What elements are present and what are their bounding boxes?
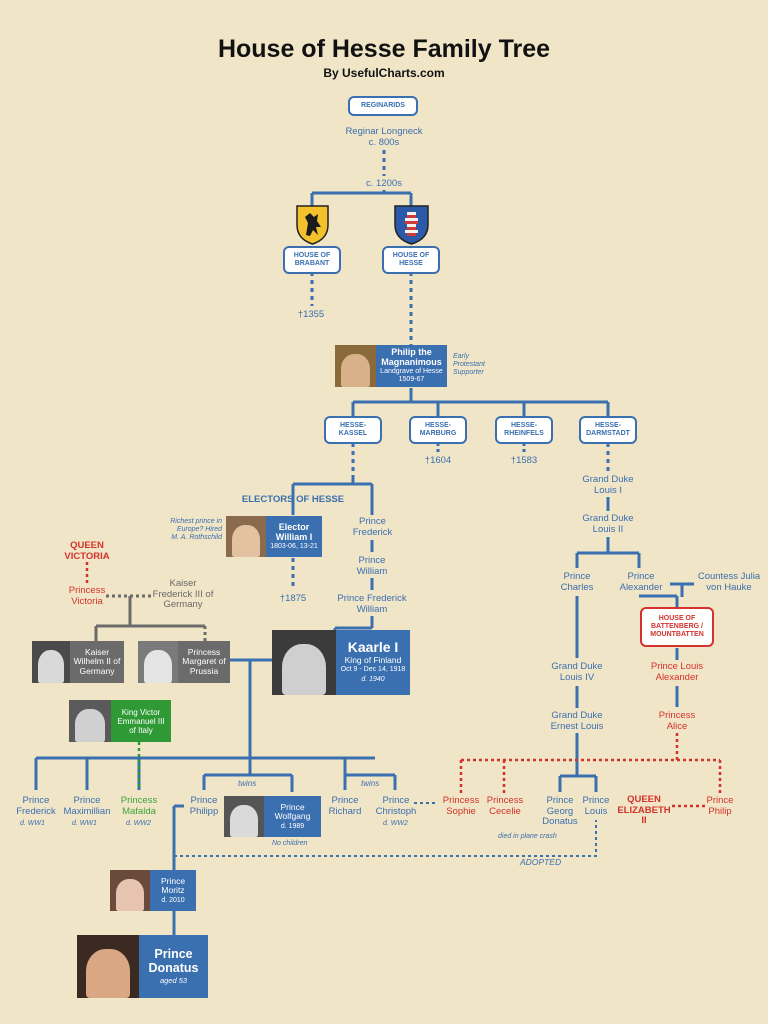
card-name: Prince Moritz <box>160 875 186 895</box>
plane-crash-note: died in plane crash <box>498 833 557 840</box>
portrait-photo <box>272 630 336 695</box>
card-name: Kaiser Wilhelm II of Germany <box>73 646 121 676</box>
card-line2: d. 1989 <box>280 822 305 830</box>
no-children-note: No children <box>272 840 308 847</box>
c1200s-label: c. 1200s <box>366 178 402 189</box>
card-name: Prince Donatus <box>148 947 199 975</box>
grand-duke-louis-ii-label: Grand Duke Louis II <box>582 513 634 535</box>
child-prince-maximillian-death: d. WW1 <box>72 820 97 827</box>
prince-philip-label: Prince Philip <box>706 795 734 817</box>
reginarids-box: REGINARIDS <box>348 96 418 116</box>
prince-charles-label: Prince Charles <box>560 571 594 593</box>
card-name: Elector William I <box>275 522 313 542</box>
adopted-note: ADOPTED <box>520 857 562 867</box>
page-title: House of Hesse Family Tree <box>217 35 551 63</box>
grand-duke-louis-i-label: Grand Duke Louis I <box>582 474 634 496</box>
prince-frederick-william-label: Prince Frederick William <box>337 593 407 615</box>
page-subtitle: By UsefulCharts.com <box>323 66 445 80</box>
portrait-photo <box>138 641 178 683</box>
philip-the-magnanimous-card: Philip the Magnanimous Landgrave of Hess… <box>335 345 447 387</box>
child-princess-mafalda-death: d. WW2 <box>126 820 151 827</box>
portrait-photo <box>224 796 264 837</box>
card-name: King Victor Emmanuel III of Italy <box>117 707 165 735</box>
child-prince-christoph-label: Prince Christoph <box>375 795 417 817</box>
kaiser-wilhelm-card: Kaiser Wilhelm II of Germany <box>32 641 124 683</box>
princess-victoria-label: Princess Victoria <box>68 585 106 607</box>
electors-of-hesse-label: ELECTORS OF HESSE <box>241 494 345 505</box>
princess-cecelie-label: Princess Cecelie <box>486 795 524 817</box>
card-name: Princess Margaret of Prussia <box>182 646 226 676</box>
princess-sophie-label: Princess Sophie <box>442 795 480 817</box>
card-line2: Landgrave of Hesse <box>380 368 443 375</box>
grand-duke-louis-iv-label: Grand Duke Louis IV <box>551 661 603 683</box>
queen-victoria-label: QUEEN VICTORIA <box>64 540 110 562</box>
rheinfels-death-label: †1583 <box>510 455 538 466</box>
kaarle-i-card: Kaarle I King of Finland Oct 9 - Dec 14,… <box>272 630 410 695</box>
child-prince-frederick-death: d. WW1 <box>20 820 45 827</box>
philip-note: Early Protestant Supporter <box>453 353 485 376</box>
hesse-rheinfels-box: HESSE-RHEINFELS <box>495 416 553 444</box>
hesse-lion-shield-icon <box>394 205 429 245</box>
princess-alice-label: Princess Alice <box>658 710 696 732</box>
house-of-brabant-box: HOUSE OF BRABANT <box>283 246 341 274</box>
princess-margaret-card: Princess Margaret of Prussia <box>138 641 230 683</box>
hesse-kassel-box: HESSE-KASSEL <box>324 416 382 444</box>
card-line2: 1803-06, 13-21 <box>270 543 318 550</box>
child-prince-richard-label: Prince Richard <box>328 795 362 817</box>
prince-frederick-kassel-label: Prince Frederick <box>352 516 393 538</box>
prince-moritz-card: Prince Moritz d. 2010 <box>110 870 196 911</box>
card-line3: 1509-67 <box>398 376 425 383</box>
prince-donatus-card: Prince Donatus aged 53 <box>77 935 208 998</box>
child-princess-mafalda-label: Princess Mafalda <box>120 795 158 817</box>
prince-georg-donatus-label: Prince Georg Donatus <box>542 795 578 827</box>
card-name: Kaarle I <box>347 639 399 655</box>
prince-wolfgang-card: Prince Wolfgang d. 1989 <box>224 796 321 837</box>
card-line2: King of Finland <box>344 655 402 665</box>
twins-note-2: twins <box>361 779 380 788</box>
countess-julia-label: Countess Julia von Hauke <box>697 571 761 593</box>
prince-louis-alexander-label: Prince Louis Alexander <box>650 661 704 683</box>
prince-william-label: Prince William <box>356 555 388 577</box>
card-line3: Oct 9 - Dec 14, 1918 <box>340 666 406 673</box>
house-of-battenberg-box: HOUSE OF BATTENBERG / MOUNTBATTEN <box>640 607 714 647</box>
card-line4: d. 1940 <box>361 676 385 683</box>
brabant-lion-shield-icon <box>296 205 329 245</box>
queen-elizabeth-label: QUEEN ELIZABETH II <box>617 794 671 826</box>
grand-duke-ernest-louis-label: Grand Duke Ernest Louis <box>550 710 604 732</box>
portrait-photo <box>335 345 376 387</box>
hesse-darmstadt-box: HESSE-DARMSTADT <box>579 416 637 444</box>
hesse-marburg-box: HESSE-MARBURG <box>409 416 467 444</box>
portrait-photo <box>77 935 139 998</box>
portrait-photo <box>110 870 150 911</box>
card-line2: d. 2010 <box>161 896 185 904</box>
child-prince-christoph-death: d. WW2 <box>383 820 408 827</box>
card-name: Philip the Magnanimous <box>381 347 442 367</box>
portrait-photo <box>32 641 70 683</box>
house-of-hesse-box: HOUSE OF HESSE <box>382 246 440 274</box>
child-prince-maximillian-label: Prince Maximillian <box>63 795 111 817</box>
card-name: Prince Wolfgang <box>274 801 311 821</box>
portrait-photo <box>226 516 266 557</box>
portrait-photo <box>69 700 111 742</box>
elector-death-label: †1875 <box>279 593 307 604</box>
prince-louis-label: Prince Louis <box>582 795 610 817</box>
child-prince-frederick-label: Prince Frederick <box>16 795 56 817</box>
elector-william-card: Elector William I 1803-06, 13-21 <box>226 516 322 557</box>
elector-note: Richest prince in Europe? Hired M. A. Ro… <box>170 518 222 541</box>
card-line2: aged 53 <box>159 976 188 985</box>
king-victor-emmanuel-card: King Victor Emmanuel III of Italy <box>69 700 171 742</box>
twins-note-1: twins <box>238 779 257 788</box>
reginar-longneck-label: Reginar Longneck <box>345 126 423 137</box>
child-prince-philipp-label: Prince Philipp <box>189 795 219 817</box>
kaiser-frederick-label: Kaiser Frederick III of Germany <box>152 578 214 610</box>
reginar-date-label: c. 800s <box>368 137 400 148</box>
marburg-death-label: †1604 <box>424 455 452 466</box>
prince-alexander-label: Prince Alexander <box>619 571 663 593</box>
brabant-death-label: †1355 <box>297 309 325 320</box>
